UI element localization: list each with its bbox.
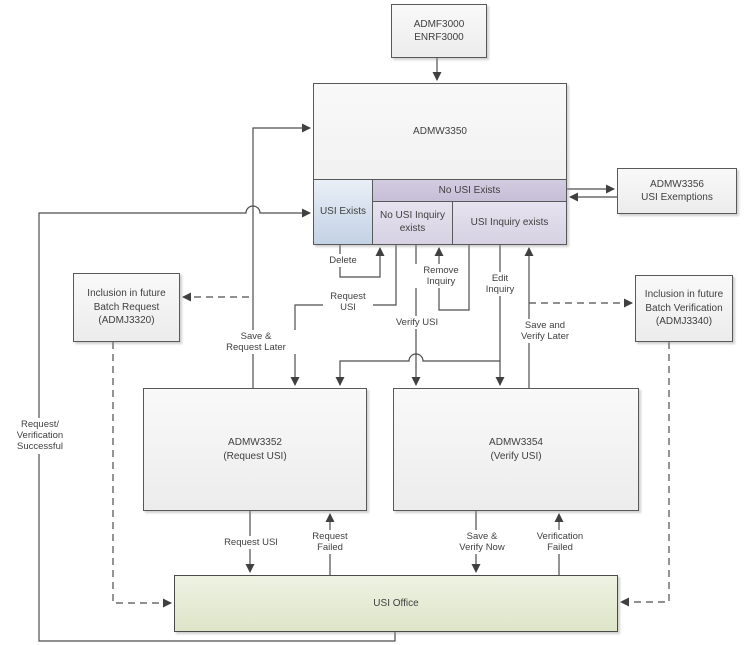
edge-label-request-usi-top: Request USI [323, 290, 373, 315]
section-no-usi: No USI Exists No USI Inquiry exists USI … [373, 179, 566, 244]
node-admw3350: ADMW3350 USI Exists No USI Exists No USI… [313, 83, 567, 245]
edge-label-verify-usi: Verify USI [387, 316, 447, 330]
connector-dashed-batch-verification-to-usi-office [620, 342, 670, 607]
node-admw3354: ADMW3354 (Verify USI) [393, 388, 639, 511]
connector-edit-inquiry-branch [335, 353, 500, 386]
section-no-usi-inquiry-exists-label: No USI Inquiry exists [379, 210, 446, 234]
admw3350-status-strip: USI Exists No USI Exists No USI Inquiry … [314, 178, 566, 244]
node-admj3340: Inclusion in future Batch Verification (… [635, 275, 733, 342]
edge-label-save-verify-later: Save and Verify Later [505, 319, 585, 344]
section-usi-exists: USI Exists [314, 179, 373, 244]
node-usi-office-label: USI Office [373, 597, 419, 609]
edge-label-edit-inquiry: Edit Inquiry [477, 272, 523, 297]
node-admw3352: ADMW3352 (Request USI) [143, 388, 367, 511]
section-usi-inquiry-exists-label: USI Inquiry exists [470, 216, 549, 228]
node-admw3354-line2: (Verify USI) [490, 450, 542, 462]
node-admw3356-line1: ADMW3356 [650, 178, 704, 190]
edge-label-remove-inquiry: Remove Inquiry [415, 264, 467, 289]
connector-save-request-later [252, 123, 311, 388]
section-no-usi-cells: No USI Inquiry exists USI Inquiry exists [373, 201, 566, 244]
node-admj3340-line2: Batch Verification [645, 302, 723, 314]
edge-label-save-verify-now: Save & Verify Now [447, 530, 517, 555]
node-admf3000-line1: ADMF3000 [413, 18, 465, 30]
edge-label-verification-failed: Verification Failed [525, 530, 595, 555]
node-admj3320-line3: (ADMJ3320) [98, 315, 155, 327]
node-usi-office: USI Office [174, 575, 618, 632]
node-admw3356: ADMW3356 USI Exemptions [617, 168, 737, 214]
node-admj3320-line1: Inclusion in future [87, 288, 166, 300]
connector-request-verification-successful [38, 205, 396, 642]
edge-label-delete: Delete [320, 254, 366, 268]
node-admj3320: Inclusion in future Batch Request (ADMJ3… [73, 273, 180, 342]
node-admw3350-title-area: ADMW3350 [314, 84, 566, 179]
section-no-usi-exists-label: No USI Exists [438, 184, 501, 196]
connector-dashed-batch-request-to-usi-office [112, 342, 172, 608]
node-admf3000-line2: ENRF3000 [414, 32, 464, 43]
edge-label-save-request-later: Save & Request Later [216, 330, 296, 355]
section-no-usi-inquiry-exists: No USI Inquiry exists [373, 201, 453, 244]
node-admf3000: ADMF3000 ENRF3000 [391, 4, 487, 58]
section-usi-inquiry-exists: USI Inquiry exists [453, 201, 566, 244]
section-usi-exists-label: USI Exists [319, 206, 367, 218]
edge-label-request-usi-bottom: Request USI [221, 536, 281, 550]
node-admw3352-line2: (Request USI) [223, 450, 287, 462]
node-admw3352-line1: ADMW3352 [228, 437, 282, 448]
edge-label-request-verification-successful: Request/ Verification Successful [8, 418, 72, 454]
node-admj3340-line1: Inclusion in future [644, 289, 724, 301]
node-admw3354-line1: ADMW3354 [489, 437, 543, 448]
edge-label-request-failed: Request Failed [302, 530, 358, 555]
node-admw3350-title: ADMW3350 [413, 125, 467, 137]
node-admj3340-line3: (ADMJ3340) [655, 316, 713, 328]
node-admw3356-line2: USI Exemptions [641, 192, 713, 203]
section-no-usi-exists-header: No USI Exists [373, 179, 566, 202]
node-admj3320-line2: Batch Request [93, 301, 160, 313]
